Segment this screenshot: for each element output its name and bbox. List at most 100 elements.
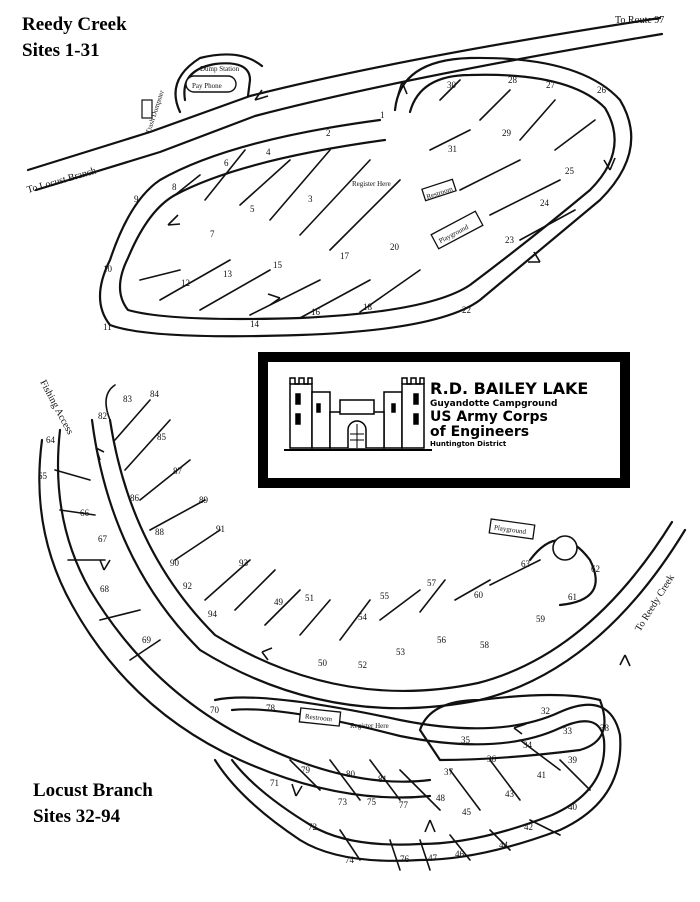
site-number: 9 — [134, 194, 139, 204]
site-number: 67 — [98, 534, 108, 544]
site-number: 4 — [266, 147, 271, 157]
site-number: 91 — [216, 524, 225, 534]
locust-site-numbers: 32 33 34 35 36 37 38 39 40 41 42 43 44 4… — [38, 389, 610, 865]
site-number: 38 — [600, 723, 610, 733]
site-number: 10 — [103, 264, 113, 274]
site-number: 86 — [130, 493, 140, 503]
site-number: 54 — [358, 612, 368, 622]
site-number: 11 — [103, 322, 112, 332]
site-number: 46 — [455, 849, 465, 859]
site-number: 40 — [568, 802, 578, 812]
site-number: 44 — [499, 840, 509, 850]
site-number: 77 — [399, 800, 409, 810]
site-number: 31 — [448, 144, 457, 154]
site-number: 71 — [270, 778, 279, 788]
site-number: 32 — [541, 706, 550, 716]
locust-bottom-loops — [213, 693, 622, 871]
site-number: 41 — [537, 770, 546, 780]
site-number: 75 — [367, 797, 377, 807]
site-number: 43 — [505, 789, 515, 799]
site-number: 35 — [461, 735, 471, 745]
site-number: 84 — [150, 389, 160, 399]
site-number: 79 — [301, 765, 311, 775]
site-number: 39 — [568, 755, 578, 765]
site-number: 28 — [508, 75, 518, 85]
site-number: 33 — [563, 726, 573, 736]
site-number: 88 — [155, 527, 165, 537]
site-number: 78 — [266, 703, 276, 713]
reedy-playground-box — [430, 210, 484, 250]
site-number: 83 — [123, 394, 133, 404]
site-number: 53 — [396, 647, 406, 657]
site-number: 18 — [363, 302, 373, 312]
site-number: 13 — [223, 269, 233, 279]
site-number: 69 — [142, 635, 152, 645]
site-number: 65 — [38, 471, 48, 481]
site-number: 94 — [208, 609, 218, 619]
site-number: 82 — [98, 411, 107, 421]
site-number: 14 — [250, 319, 260, 329]
site-number: 80 — [346, 769, 356, 779]
site-number: 5 — [250, 204, 255, 214]
site-number: 61 — [568, 592, 577, 602]
reedy-site-numbers: 1 2 3 4 5 6 7 8 9 10 11 12 13 14 15 16 1… — [103, 75, 607, 332]
reedy-restroom-box — [421, 178, 457, 202]
locust-branch-subtitle: Sites 32-94 — [33, 806, 121, 827]
site-number: 74 — [345, 855, 355, 865]
site-number: 59 — [536, 614, 546, 624]
site-number: 60 — [474, 590, 484, 600]
site-number: 15 — [273, 260, 283, 270]
site-number: 8 — [172, 182, 177, 192]
site-number: 89 — [199, 495, 209, 505]
site-number: 25 — [565, 166, 575, 176]
site-number: 63 — [521, 559, 531, 569]
site-number: 45 — [462, 807, 472, 817]
site-number: 87 — [173, 466, 183, 476]
locust-main-road — [90, 418, 687, 710]
logo-line4: of Engineers — [430, 424, 529, 440]
site-number: 29 — [502, 128, 512, 138]
locust-playground-box — [488, 518, 536, 540]
logo-line1: R.D. BAILEY LAKE — [430, 379, 588, 398]
locust-branch-title: Locust Branch — [33, 780, 153, 801]
dump-station-label: Dump Station — [200, 65, 240, 73]
reedy-creek-title: Reedy Creek — [22, 14, 127, 35]
site-number: 42 — [524, 822, 533, 832]
site-number: 56 — [437, 635, 447, 645]
usace-logo: R.D. BAILEY LAKE Guyandotte Campground U… — [258, 352, 630, 488]
site-number: 6 — [224, 158, 229, 168]
reedy-arrows — [167, 81, 616, 306]
site-number: 51 — [305, 593, 314, 603]
site-number: 34 — [523, 740, 533, 750]
site-number: 70 — [210, 705, 220, 715]
pay-phone-label: Pay Phone — [192, 82, 222, 90]
site-number: 2 — [326, 128, 331, 138]
site-number: 1 — [380, 110, 385, 120]
site-number: 76 — [400, 854, 410, 864]
to-reedy-creek-label: To Reedy Creek — [633, 573, 677, 634]
dump-station-loop — [174, 53, 264, 114]
site-number: 30 — [447, 80, 457, 90]
reedy-register-label: Register Here — [352, 180, 391, 188]
site-number: 52 — [358, 660, 367, 670]
site-number: 36 — [487, 754, 497, 764]
site-number: 27 — [546, 80, 556, 90]
site-number: 7 — [210, 229, 215, 239]
site-number: 68 — [100, 584, 110, 594]
main-highway — [26, 16, 664, 192]
fishing-access-label: Fishing Access — [37, 378, 75, 436]
to-locust-branch-label: To Locust Branch — [26, 166, 98, 196]
site-number: 22 — [462, 305, 471, 315]
site-number: 93 — [239, 558, 249, 568]
reedy-creek-subtitle: Sites 1-31 — [22, 40, 100, 61]
site-number: 55 — [380, 591, 390, 601]
logo-line5: Huntington District — [430, 440, 507, 448]
site-number: 16 — [311, 307, 321, 317]
locust-register-label: Register Here — [350, 722, 389, 730]
logo-line2: Guyandotte Campground — [430, 399, 557, 409]
locust-restroom-label: Restroom — [305, 712, 333, 723]
site-number: 26 — [597, 85, 607, 95]
route97-label: To Route 97 — [615, 15, 664, 26]
site-number: 81 — [378, 774, 387, 784]
